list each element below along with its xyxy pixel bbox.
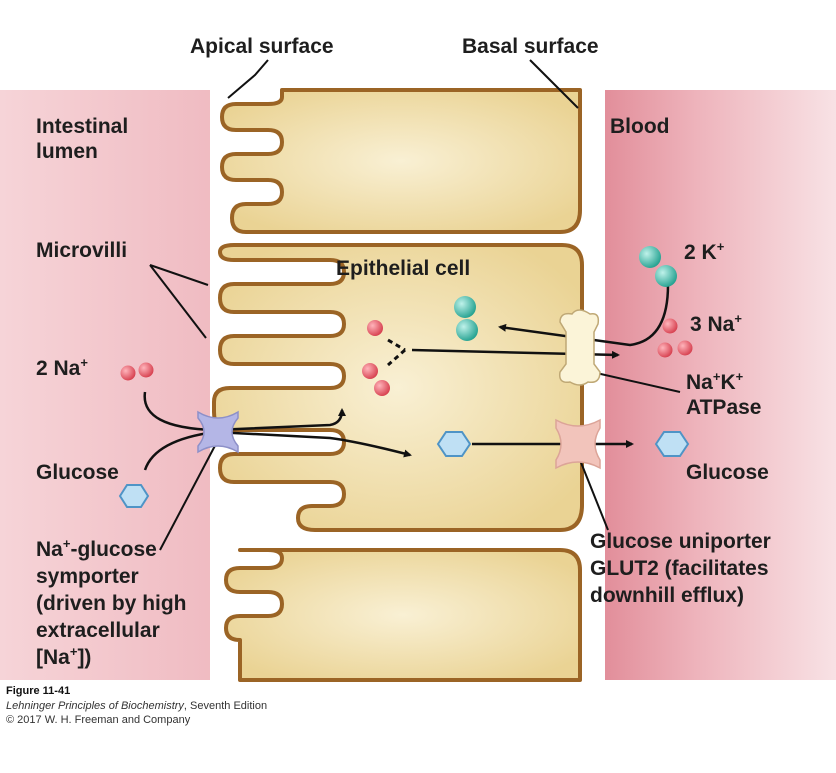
sodium-ion: [374, 380, 390, 396]
two-k-label: 2 K+: [684, 240, 724, 265]
na-charge: +: [69, 644, 78, 659]
uniporter-line1: Glucose uniporter: [590, 530, 771, 553]
na-charge: +: [62, 536, 71, 551]
book-credit: Lehninger Principles of Biochemistry, Se…: [6, 699, 267, 713]
apical-pointer: [227, 59, 269, 99]
glucose-left-label: Glucose: [36, 461, 119, 484]
potassium-ion: [454, 296, 476, 318]
glucose-entry-arrow: [143, 430, 412, 471]
blood-background: [560, 90, 836, 680]
intestinal-lumen-label: Intestinal lumen: [36, 114, 128, 164]
na-charge: +: [712, 369, 721, 384]
book-title: Lehninger Principles of Biochemistry: [6, 700, 184, 712]
glucose-hexagon: [654, 431, 690, 457]
glucose-hexagon: [436, 431, 472, 457]
three-na-label: 3 Na+: [690, 312, 742, 337]
epithelial-cell-label: Epithelial cell: [336, 257, 471, 280]
microvilli-label: Microvilli: [36, 239, 128, 262]
book-edition: , Seventh Edition: [183, 700, 268, 712]
figure-number: Figure 11-41: [6, 685, 71, 697]
two-na-text: 2 Na: [36, 357, 81, 380]
sodium-ion: [120, 365, 136, 381]
symporter-line4: extracellular: [36, 619, 160, 642]
symporter-label: Na+-glucose symporter (driven by high ex…: [36, 536, 187, 671]
na-charge: +: [80, 355, 88, 370]
lumen-background: [0, 90, 240, 680]
k-charge: +: [735, 369, 744, 384]
atpase-label: Na+K+ ATPase: [686, 370, 761, 420]
cell-top: [220, 88, 582, 234]
k-charge: +: [716, 239, 725, 254]
basal-pointer: [529, 59, 579, 109]
atpase-line2: ATPase: [686, 396, 762, 419]
symporter-line5-open: [Na: [36, 646, 70, 669]
symporter-protein: [197, 410, 239, 454]
uniporter-line2: GLUT2 (facilitates: [590, 557, 769, 580]
uniporter-pointer: [579, 459, 609, 531]
intestinal-lumen-line2: lumen: [36, 140, 98, 163]
na-charge: +: [734, 311, 742, 326]
cell-bottom: [224, 548, 582, 682]
potassium-ion: [639, 246, 661, 268]
glucose-right-label: Glucose: [686, 461, 769, 484]
sodium-ion: [662, 318, 678, 334]
epithelial-cell-main: [212, 243, 584, 532]
glucose-hexagon: [118, 484, 150, 508]
two-k-text: 2 K: [684, 241, 717, 264]
atpase-na-text: Na: [686, 371, 713, 394]
na-split-dashes: [387, 338, 406, 367]
sodium-ion: [362, 363, 378, 379]
sodium-ion: [677, 340, 693, 356]
sodium-ion: [138, 362, 154, 378]
atpase-line1: Na+K+: [686, 370, 761, 395]
three-na-text: 3 Na: [690, 313, 735, 336]
atpase-k-text: K: [720, 371, 736, 394]
symporter-line1: Na+-glucose: [36, 536, 187, 563]
atpase-pointer: [591, 371, 681, 393]
apical-surface-label: Apical surface: [190, 35, 334, 58]
symporter-line1-rest: -glucose: [70, 538, 157, 561]
microvilli-pointer-1: [149, 264, 209, 286]
symporter-line5-close: ]): [77, 646, 92, 669]
sodium-ion: [657, 342, 673, 358]
symporter-line5: [Na+]): [36, 644, 187, 671]
symporter-line3: (driven by high: [36, 592, 187, 615]
sodium-ion: [367, 320, 383, 336]
microvilli-pointer-2: [149, 264, 207, 339]
symporter-na-text: Na: [36, 538, 63, 561]
uniporter-protein: [555, 418, 601, 470]
atpase-pump: [558, 309, 601, 386]
potassium-ion: [655, 265, 677, 287]
copyright-line: © 2017 W. H. Freeman and Company: [6, 714, 191, 726]
two-na-label: 2 Na+: [36, 356, 88, 381]
uniporter-line3: downhill efflux): [590, 584, 744, 607]
blood-label: Blood: [610, 115, 670, 138]
basal-surface-label: Basal surface: [462, 35, 599, 58]
symporter-pointer: [159, 439, 219, 551]
uniporter-label: Glucose uniporter GLUT2 (facilitates dow…: [590, 528, 771, 609]
k-influx-arrow: [498, 284, 670, 347]
symporter-line2: symporter: [36, 565, 139, 588]
potassium-ion: [456, 319, 478, 341]
intestinal-lumen-line1: Intestinal: [36, 115, 129, 138]
